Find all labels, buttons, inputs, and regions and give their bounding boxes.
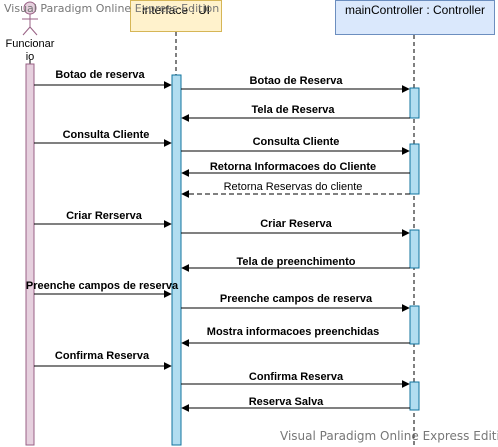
activation-ctrl-2 [409, 143, 420, 195]
lifeline-ui-label: interface : UI [141, 3, 211, 17]
actor-name-line-1: Funcionar [5, 38, 55, 50]
lifeline-ui-header: interface : UI [130, 0, 222, 32]
activation-actor [25, 63, 35, 446]
activation-ui [171, 74, 182, 446]
activation-ctrl-5 [409, 381, 420, 411]
message-label-m11: Preenche campos de reserva [25, 280, 179, 292]
lifeline-controller-label: mainController : Controller [344, 3, 486, 17]
message-label-m8: Criar Rerserva [66, 210, 142, 222]
watermark-top: Visual Paradigm Online Express Edition [4, 2, 220, 15]
activation-ctrl-3 [409, 229, 420, 269]
message-label-m9: Criar Reserva [260, 218, 332, 230]
message-label-m5: Consulta Cliente [252, 136, 340, 148]
message-label-m13: Mostra informacoes preenchidas [206, 326, 380, 338]
actor-figure [22, 1, 38, 36]
message-label-m7: Retorna Reservas do cliente [223, 181, 363, 193]
message-label-m16: Reserva Salva [248, 396, 324, 408]
actor-name-line-2: io [25, 51, 35, 63]
message-label-m4: Consulta Cliente [62, 129, 150, 141]
message-label-m10: Tela de preenchimento [236, 256, 356, 268]
activation-ctrl-4 [409, 305, 420, 345]
message-label-m15: Confirma Reserva [248, 371, 344, 383]
activation-ctrl-1 [409, 87, 420, 119]
lifeline-controller-header: mainController : Controller [335, 0, 495, 35]
message-label-m14: Confirma Reserva [54, 350, 150, 362]
message-label-m12: Preenche campos de reserva [219, 293, 373, 305]
actor-name: Funcionar io [0, 38, 60, 64]
message-label-m3: Tela de Reserva [251, 104, 335, 116]
message-label-m2: Botao de Reserva [249, 75, 343, 87]
message-label-m1: Botao de reserva [55, 69, 145, 81]
message-label-m6: Retorna Informacoes do Cliente [209, 161, 377, 173]
watermark-bottom: Visual Paradigm Online Express Edition [280, 429, 498, 443]
